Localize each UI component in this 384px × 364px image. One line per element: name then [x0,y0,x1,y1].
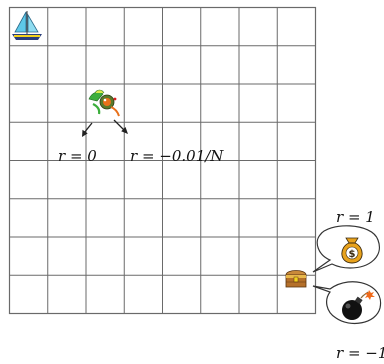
grid [8,6,317,315]
arrow-down-left-head [82,129,88,137]
arrow-down-right [113,119,125,131]
arrow-down-left [83,122,93,134]
label-reward-positive: r = 1 [336,208,375,226]
bomb-icon [342,290,375,320]
label-reward-negative: r = −1 [336,344,384,362]
money-bag-icon: $ [341,237,363,264]
sailboat-icon [12,11,42,40]
arrow-down-right-head [121,127,128,134]
treasure-chest-icon [285,270,307,288]
pirate-parrot-icon [88,89,120,117]
dollar-sign: $ [349,249,356,260]
label-reward-step: r = −0.01/N [130,147,224,165]
label-reward-zero: r = 0 [58,147,97,165]
